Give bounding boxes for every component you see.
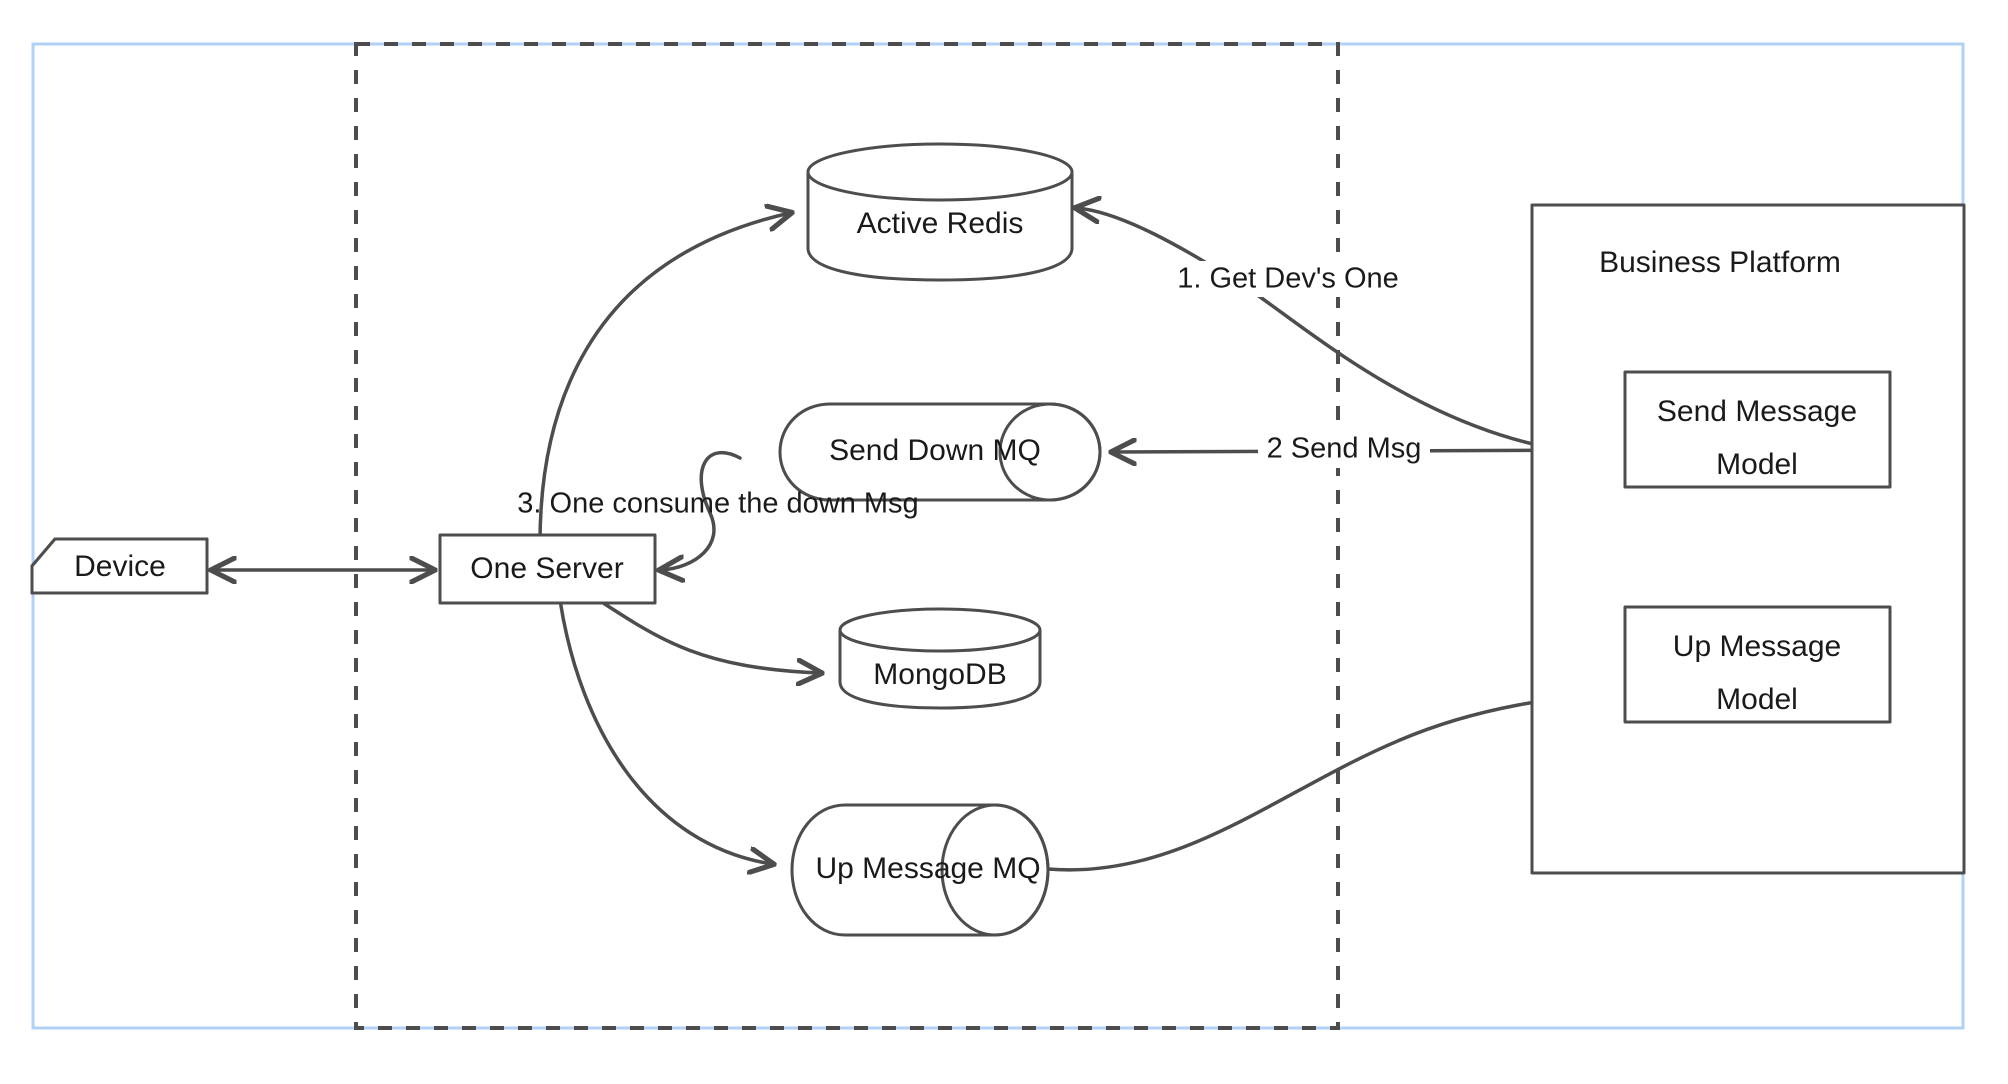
node-device[interactable]: Device: [30, 537, 209, 595]
edge-one-server-to-active-redis: [538, 213, 790, 545]
edge-label-step1: 1. Get Dev's One: [1168, 261, 1408, 297]
edge-one-server-to-up-message-mq: [558, 598, 772, 864]
node-one-server[interactable]: One Server: [438, 533, 657, 605]
node-business-platform[interactable]: Business Platform: [1530, 203, 1966, 875]
node-up-message-mq-label: Up Message MQ: [815, 852, 1040, 885]
node-up-message-model[interactable]: Up Message Model: [1623, 605, 1892, 724]
node-one-server-label: One Server: [470, 552, 623, 585]
edge-up-message-mq-to-up-message-model: [1046, 693, 1615, 872]
edge-send-down-mq-to-one-server: [661, 450, 742, 570]
node-active-redis-label: Active Redis: [857, 207, 1024, 240]
node-send-down-mq-label: Send Down MQ: [829, 434, 1041, 467]
edge-one-server-to-mongodb: [592, 595, 820, 673]
node-business-platform-label: Business Platform: [1599, 246, 1841, 279]
node-mongodb[interactable]: MongoDB: [838, 607, 1042, 710]
node-up-message-mq[interactable]: Up Message MQ: [790, 803, 1050, 937]
node-send-message-model[interactable]: Send Message Model: [1623, 370, 1892, 489]
edge-label-step1-text: 1. Get Dev's One: [1177, 263, 1399, 295]
node-active-redis[interactable]: Active Redis: [806, 142, 1074, 282]
node-send-message-model-line1: Send Message: [1657, 395, 1857, 428]
node-device-label: Device: [74, 550, 166, 583]
node-send-message-model-line2: Model: [1716, 448, 1798, 481]
edge-label-step2-text: 2 Send Msg: [1267, 433, 1422, 465]
edge-label-step2: 2 Send Msg: [1258, 432, 1430, 468]
node-send-down-mq[interactable]: Send Down MQ: [778, 402, 1102, 502]
edge-label-step3: 3. One consume the down Msg: [517, 488, 918, 520]
node-up-message-model-line2: Model: [1716, 683, 1798, 716]
node-up-message-model-line1: Up Message: [1673, 630, 1841, 663]
edge-send-message-model-to-active-redis: [1077, 208, 1625, 457]
edge-label-step3-text: 3. One consume the down Msg: [517, 488, 918, 520]
node-mongodb-label: MongoDB: [873, 658, 1006, 691]
